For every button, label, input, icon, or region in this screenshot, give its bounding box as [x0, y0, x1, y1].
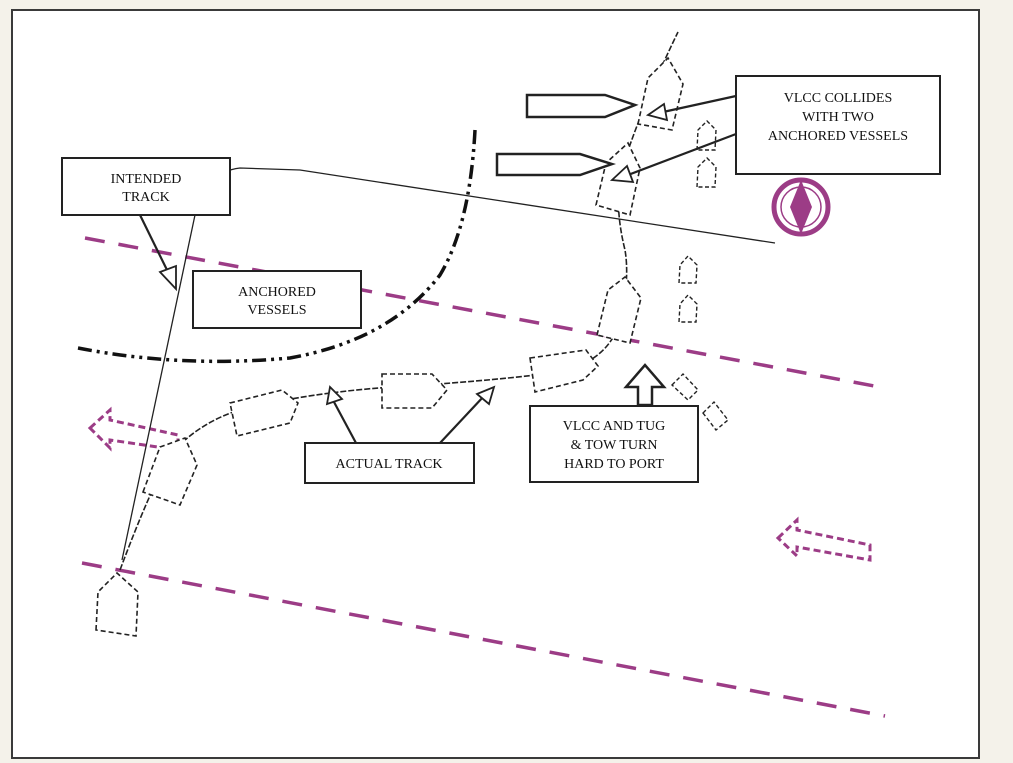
vlcc-ship-icon: [141, 436, 198, 507]
intended-track-label: INTENDED: [111, 172, 182, 187]
anchored-vessels-label: VESSELS: [247, 303, 306, 318]
turn-up-arrow-icon: [623, 363, 667, 407]
vlcc-collides-label: WITH TWO: [802, 110, 874, 125]
label-pointers: [139, 94, 737, 444]
tug-icon: [670, 372, 699, 401]
vlcc-collides-label: VLCC COLLIDES: [784, 91, 893, 106]
anchored-vessel-icon: [678, 254, 698, 284]
collision-arrows: [495, 93, 639, 177]
tow-icon: [702, 400, 729, 432]
right-traffic-arrow-icon: [775, 516, 872, 562]
anchored-vessels: [670, 120, 729, 432]
vlcc-ship-icon: [229, 389, 299, 437]
vlcc-turn-label: VLCC AND TUG: [563, 419, 665, 434]
anchored-vessel-icon: [696, 157, 717, 188]
lower-lane-boundary: [81, 561, 886, 718]
actual-track-label: ACTUAL TRACK: [336, 457, 443, 472]
vlcc-turn-label: HARD TO PORT: [564, 457, 664, 472]
traffic-lanes: [81, 236, 886, 718]
collision-arrow-lower: [495, 152, 617, 177]
actual-track-box: ACTUAL TRACK: [304, 442, 475, 484]
intended-track-label: TRACK: [122, 190, 169, 205]
vlcc-collides-label: ANCHORED VESSELS: [768, 129, 908, 144]
anchored-vessel-icon: [678, 293, 698, 323]
collision-arrow-upper: [525, 93, 639, 119]
vlcc-turn-box: VLCC AND TUG & TOW TURN HARD TO PORT: [529, 405, 699, 483]
anchorage-boundary: [77, 129, 477, 364]
vlcc-ship-icon: [381, 373, 449, 409]
vlcc-turn-label: & TOW TURN: [571, 438, 658, 453]
anchored-vessels-box: ANCHORED VESSELS: [192, 270, 362, 329]
north-compass-icon: [771, 177, 831, 237]
vlcc-ship-icon: [529, 349, 600, 393]
anchored-vessels-label: ANCHORED: [238, 285, 316, 300]
vlcc-ship-icon: [596, 275, 642, 344]
vlcc-ship-icon: [637, 56, 684, 131]
vlcc-ship-icon: [95, 571, 139, 637]
vlcc-collides-box: VLCC COLLIDES WITH TWO ANCHORED VESSELS: [735, 75, 941, 175]
intended-track-box: INTENDED TRACK: [61, 157, 231, 216]
